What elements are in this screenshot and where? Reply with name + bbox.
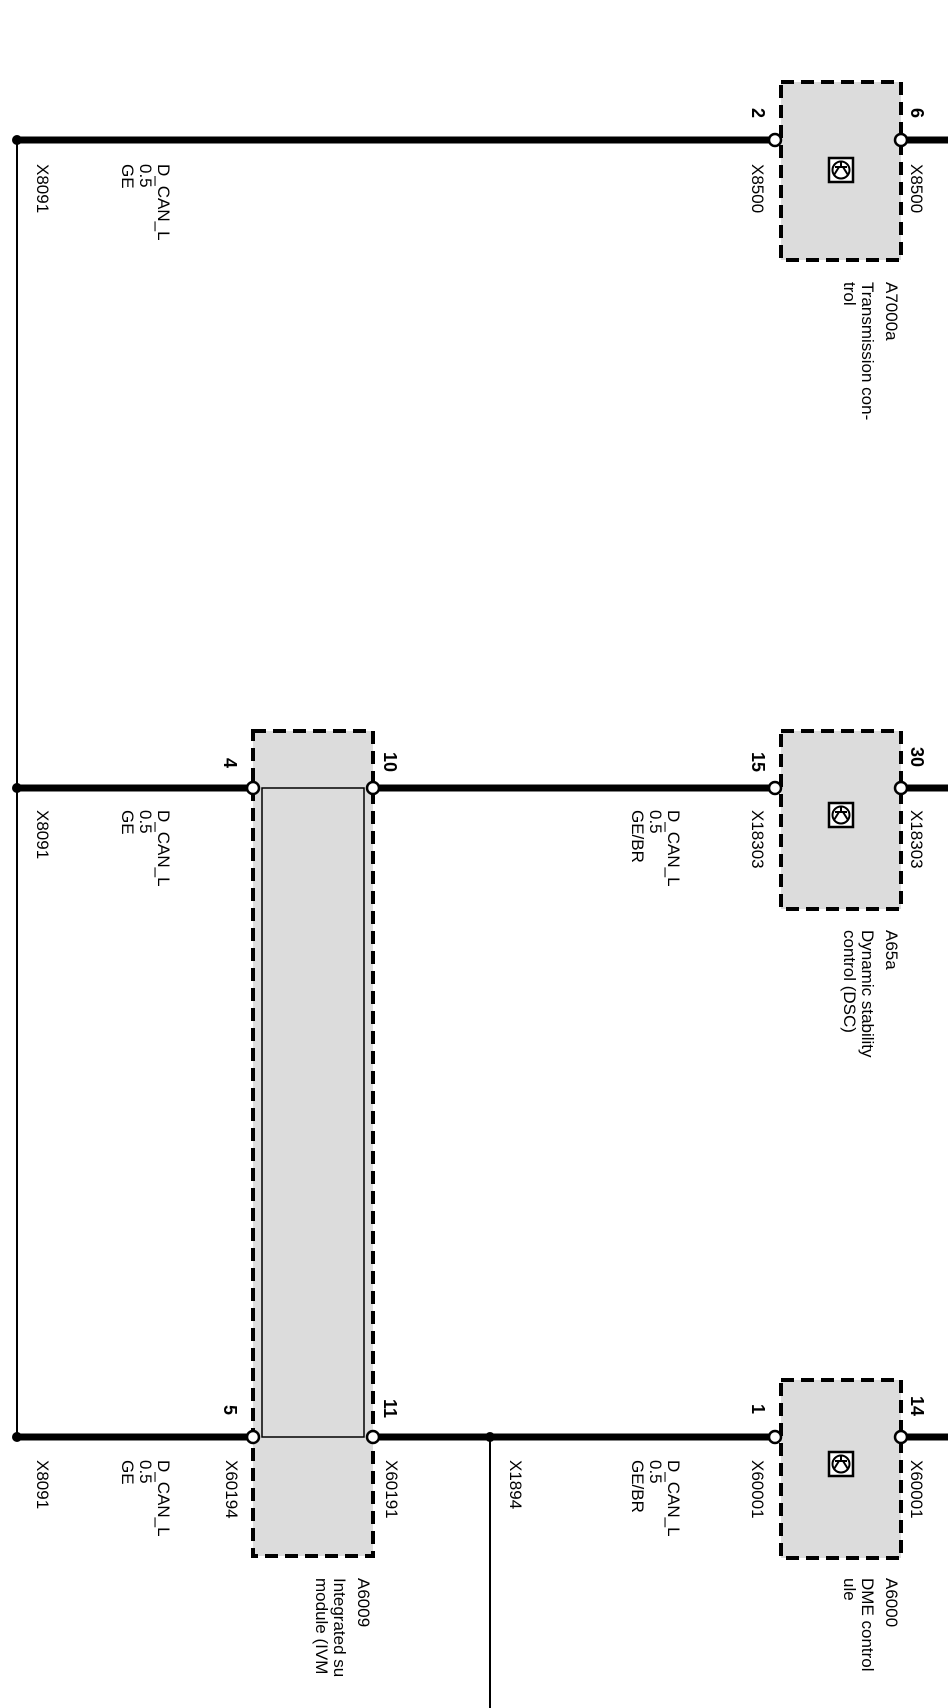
- connector-notch: [893, 132, 909, 148]
- connector-label: X8500: [748, 164, 767, 213]
- connector-notch: [365, 1429, 381, 1445]
- wire-size: 0.5: [646, 1460, 665, 1484]
- wire-label-w1: D_CAN_L 0.5 GE: [118, 164, 173, 241]
- connector-notch: [245, 780, 261, 796]
- connector-label: X60191: [382, 1460, 401, 1519]
- module-a6009-box[interactable]: [251, 729, 375, 1558]
- module-code: A6000: [882, 1578, 901, 1627]
- pin-number: 14: [907, 1396, 927, 1416]
- pin-number: 30: [907, 747, 927, 767]
- connector-notch: [365, 780, 381, 796]
- wire-signal: D_CAN_L: [154, 1460, 173, 1537]
- connector-notch: [893, 1429, 909, 1445]
- connector-notch: [893, 780, 909, 796]
- pin-number: 10: [380, 752, 400, 772]
- module-name: control (DSC): [840, 930, 859, 1033]
- module-name: Integrated su: [330, 1578, 349, 1677]
- transistor-icon: [827, 801, 855, 829]
- connector-label: X8500: [907, 164, 926, 213]
- connector-label: X8091: [33, 1460, 52, 1509]
- connector-label: X8091: [33, 810, 52, 859]
- module-name: Transmission con-: [858, 282, 877, 420]
- module-name: Dynamic stability: [858, 930, 877, 1058]
- module-name: ule: [840, 1578, 859, 1601]
- wire-color: GE/BR: [628, 1460, 647, 1513]
- wire-signal: D_CAN_L: [154, 810, 173, 887]
- pin-number: 5: [220, 1405, 240, 1415]
- wire-size: 0.5: [136, 164, 155, 188]
- module-a6009-inner: [261, 787, 365, 1438]
- transistor-icon: [827, 1450, 855, 1478]
- connector-notch: [767, 132, 783, 148]
- wire-color: GE: [118, 1460, 137, 1485]
- connector-label: X1894: [506, 1460, 525, 1509]
- wire-color: GE: [118, 164, 137, 189]
- module-a6000-label: A6000 DME control ule: [840, 1578, 901, 1672]
- wire-signal: D_CAN_L: [664, 810, 683, 887]
- junction-dot: [12, 1432, 22, 1442]
- connector-label: X8091: [33, 164, 52, 213]
- module-a65a-label: A65a Dynamic stability control (DSC): [840, 930, 901, 1058]
- junction-dot: [12, 135, 22, 145]
- pin-number: 4: [220, 758, 240, 768]
- wire-label-w4: D_CAN_L 0.5 GE/BR: [628, 1460, 683, 1537]
- wire-signal: D_CAN_L: [154, 164, 173, 241]
- connector-notch: [767, 780, 783, 796]
- transistor-icon: [827, 156, 855, 184]
- connector-label: X60001: [748, 1460, 767, 1519]
- wire-label-w3: D_CAN_L 0.5 GE: [118, 810, 173, 887]
- wire-size: 0.5: [646, 810, 665, 834]
- wire-signal: D_CAN_L: [664, 1460, 683, 1537]
- pin-number: 6: [907, 108, 927, 118]
- module-name: trol: [840, 282, 859, 306]
- module-a7000a-label: A7000a Transmission con- trol: [840, 282, 901, 420]
- wire-size: 0.5: [136, 810, 155, 834]
- pin-number: 11: [380, 1399, 400, 1418]
- pin-number: 2: [748, 108, 768, 118]
- wire-size: 0.5: [136, 1460, 155, 1484]
- connector-label: X60001: [907, 1460, 926, 1519]
- splice-dot: [485, 1432, 495, 1442]
- wire-label-w2: D_CAN_L 0.5 GE/BR: [628, 810, 683, 887]
- wire-color: GE/BR: [628, 810, 647, 863]
- connector-notch: [767, 1429, 783, 1445]
- wire-color: GE: [118, 810, 137, 835]
- module-name: DME control: [858, 1578, 877, 1672]
- wire-label-w5: D_CAN_L 0.5 GE: [118, 1460, 173, 1537]
- connector-label: X18303: [748, 810, 767, 869]
- connector-notch: [245, 1429, 261, 1445]
- pin-number: 1: [748, 1404, 768, 1414]
- connector-label: X18303: [907, 810, 926, 869]
- module-code: A6009: [354, 1578, 373, 1627]
- module-name: module (IVM: [312, 1578, 331, 1674]
- module-code: A7000a: [882, 282, 901, 341]
- module-code: A65a: [882, 930, 901, 970]
- junction-dot: [12, 783, 22, 793]
- pin-number: 15: [748, 752, 768, 772]
- module-a6009-label: A6009 Integrated su module (IVM: [312, 1578, 373, 1677]
- connector-label: X60194: [222, 1460, 241, 1519]
